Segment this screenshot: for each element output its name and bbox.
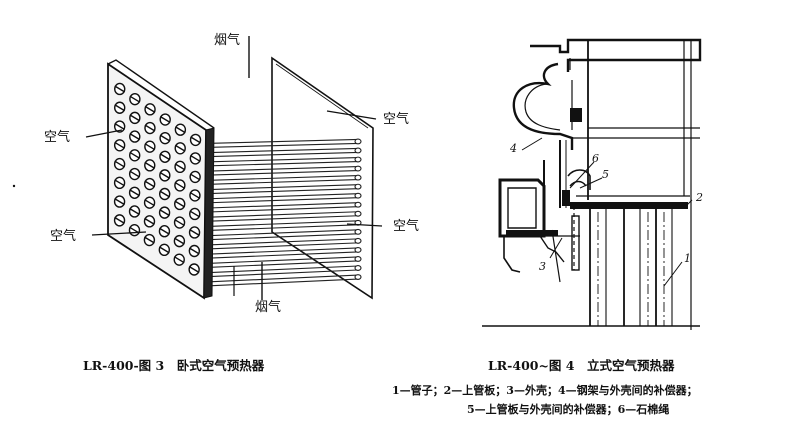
part-number-3: 3 bbox=[539, 260, 546, 273]
upper-tube-sheet bbox=[570, 202, 688, 209]
air-right-bottom-line bbox=[346, 223, 383, 227]
tube-end bbox=[354, 192, 362, 199]
vertical-tubes bbox=[589, 209, 673, 326]
tube bbox=[205, 147, 359, 154]
tube bbox=[204, 211, 359, 218]
tube bbox=[205, 184, 359, 191]
tube-end bbox=[354, 183, 362, 190]
right-tube-sheet bbox=[271, 56, 374, 300]
air-left-top-label: 空气 bbox=[44, 129, 70, 145]
tube-end bbox=[354, 174, 362, 181]
air-left-top-line bbox=[85, 129, 123, 138]
part-number-6: 6 bbox=[592, 152, 599, 165]
air-right-bottom-label: 空气 bbox=[393, 218, 419, 234]
tube-end bbox=[354, 147, 362, 154]
tube bbox=[205, 156, 359, 163]
figure3-caption: LR-400-图 3 卧式空气预热器 bbox=[83, 358, 265, 373]
figure4-caption: LR-400~图 4 立式空气预热器 bbox=[488, 358, 675, 373]
air-right-top-label: 空气 bbox=[383, 111, 409, 127]
tube-end bbox=[354, 201, 362, 208]
tube bbox=[204, 220, 359, 228]
steel-frame bbox=[530, 38, 702, 72]
figure4-vertical-air-preheater bbox=[482, 38, 702, 330]
air-left-bottom-label: 空气 bbox=[50, 228, 76, 244]
tube bbox=[205, 138, 359, 144]
frame-shell-compensator bbox=[512, 62, 574, 150]
tube-end bbox=[354, 256, 362, 262]
speck bbox=[12, 184, 16, 188]
tube bbox=[205, 193, 359, 200]
tube bbox=[204, 256, 359, 265]
tube-end bbox=[354, 210, 362, 217]
tube bbox=[205, 166, 359, 172]
tube-end bbox=[354, 228, 362, 235]
tube-sheet-shell-compensator bbox=[567, 169, 591, 190]
part-number-5: 5 bbox=[602, 168, 609, 181]
tube-end bbox=[354, 156, 362, 163]
figure3-horizontal-air-preheater: 烟气 烟气 空气 空气 空气 空气 LR-400-图 3 卧式空气预热器 bbox=[44, 32, 419, 373]
tube-end bbox=[354, 165, 362, 172]
part-number-2: 2 bbox=[695, 191, 703, 204]
tube bbox=[204, 229, 359, 237]
tube-bundle bbox=[204, 138, 362, 287]
tube bbox=[204, 238, 359, 246]
part-number-1: 1 bbox=[684, 252, 691, 265]
tube-end bbox=[354, 138, 362, 145]
tube bbox=[205, 175, 359, 181]
tube bbox=[204, 274, 359, 283]
tube-holes bbox=[113, 82, 202, 276]
part-number-4: 4 bbox=[509, 142, 517, 155]
outer-shell bbox=[498, 178, 546, 238]
figure4-legend-line1: 1—管子；2—上管板；3—外壳；4—钢架与外壳间的补偿器； bbox=[392, 383, 698, 397]
flue-gas-top-label: 烟气 bbox=[214, 32, 240, 48]
asbestos-rope bbox=[562, 190, 570, 206]
tube-end bbox=[354, 237, 362, 244]
tube-end bbox=[354, 265, 362, 271]
air-right-top-line bbox=[326, 110, 377, 120]
figure4-legend-line2: 5—上管板与外壳间的补偿器；6—石棉绳 bbox=[467, 402, 669, 416]
tube bbox=[204, 247, 359, 255]
tube-end bbox=[354, 274, 362, 280]
tube bbox=[204, 265, 359, 274]
tube bbox=[205, 202, 359, 209]
tube-end bbox=[354, 246, 362, 253]
air-left-bottom-line bbox=[91, 231, 147, 236]
flue-gas-bottom-label: 烟气 bbox=[255, 299, 281, 315]
left-tube-sheet bbox=[107, 59, 215, 300]
